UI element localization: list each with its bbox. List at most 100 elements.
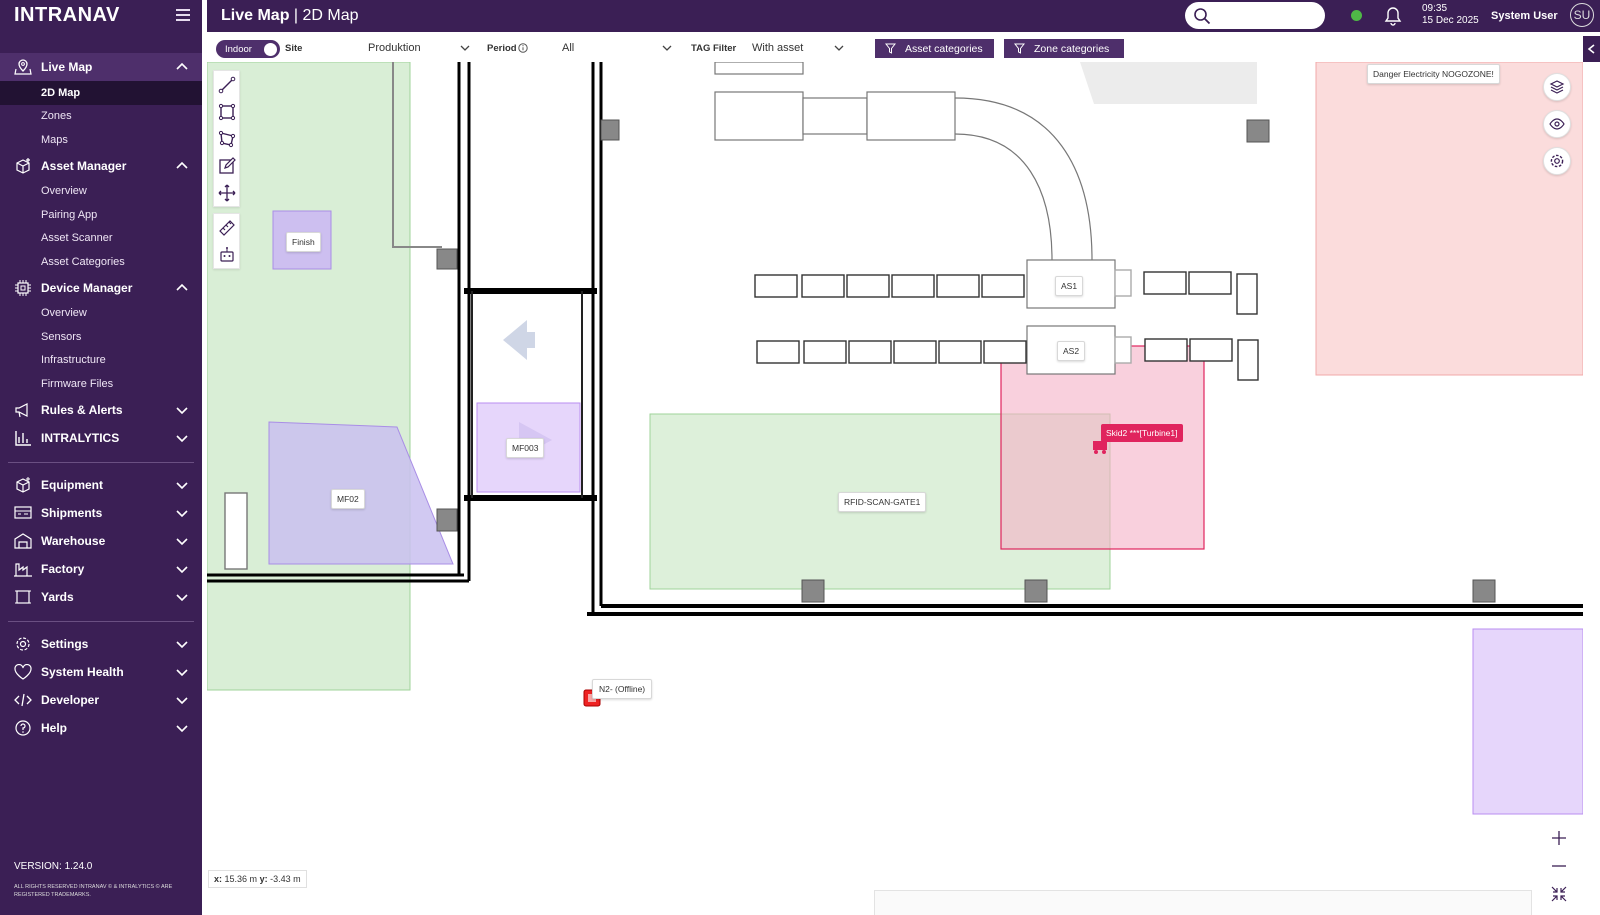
chevron-down-icon[interactable] <box>176 479 188 491</box>
walls <box>207 62 1583 616</box>
sidebar-section-asset-manager[interactable]: Asset Manager <box>0 152 202 180</box>
page-title-section: Live Map <box>221 7 290 24</box>
zoom-in-button[interactable] <box>1544 824 1574 852</box>
sidebar-section-system-health[interactable]: System Health <box>0 658 202 686</box>
top-bar: Live Map | 2D Map 09:35 15 Dec 2025 Syst… <box>207 0 1600 32</box>
asset-tag-skid2[interactable]: Skid2 ***[Turbine1] <box>1101 424 1183 442</box>
draw-line-tool[interactable] <box>214 71 239 98</box>
sidebar-section-intralytics[interactable]: INTRALYTICS <box>0 424 202 452</box>
floor-plan[interactable] <box>207 62 1583 915</box>
zone-label-danger[interactable]: Danger Electricity NOGOZONE! <box>1367 64 1500 84</box>
yard-icon <box>15 589 31 604</box>
grey-area <box>1080 62 1257 104</box>
chevron-down-icon[interactable] <box>176 535 188 547</box>
zoom-out-button[interactable] <box>1544 852 1574 880</box>
sidebar-item-asset-categories[interactable]: Asset Categories <box>41 255 125 268</box>
zone-green-left <box>207 62 411 691</box>
chevron-down-icon[interactable] <box>176 694 188 706</box>
version-label: VERSION: 1.24.0 <box>14 861 93 872</box>
edit-tool[interactable] <box>214 152 239 179</box>
zone-purple-bottom-right <box>1472 628 1583 815</box>
layers-button[interactable] <box>1543 73 1571 101</box>
sidebar-section-rules-alerts[interactable]: Rules & Alerts <box>0 396 202 424</box>
zone-label-mf02[interactable]: MF02 <box>331 489 365 509</box>
search-icon <box>1194 8 1211 25</box>
chevron-down-icon[interactable] <box>176 591 188 603</box>
move-tool[interactable] <box>214 179 239 206</box>
chevron-down-icon[interactable] <box>176 404 188 416</box>
sidebar-item-sensors[interactable]: Sensors <box>41 330 82 343</box>
zone-label-as2[interactable]: AS2 <box>1057 341 1086 361</box>
sidebar-section-shipments[interactable]: Shipments <box>0 499 202 527</box>
map-select[interactable]: Produktion <box>368 37 470 59</box>
help-icon <box>15 719 31 736</box>
search-input[interactable] <box>1185 2 1325 29</box>
sidebar-item-asset-overview[interactable]: Overview <box>41 185 87 198</box>
sidebar-section-device-manager[interactable]: Device Manager <box>0 274 202 302</box>
zone-categories-button[interactable]: Zone categories <box>1004 39 1124 58</box>
asset-tag-n2-offline[interactable]: N2- (Offline) <box>592 679 653 699</box>
asset-categories-button[interactable]: Asset categories <box>875 39 994 58</box>
sidebar-item-zones[interactable]: Zones <box>41 110 72 123</box>
sidebar-section-warehouse[interactable]: Warehouse <box>0 527 202 555</box>
tag-filter-select[interactable]: With asset <box>752 37 844 59</box>
user-name[interactable]: System User <box>1491 10 1558 22</box>
fit-view-button[interactable] <box>1544 880 1574 908</box>
sidebar-section-factory[interactable]: Factory <box>0 555 202 583</box>
sidebar-item-infrastructure[interactable]: Infrastructure <box>41 354 106 367</box>
chevron-up-icon[interactable] <box>176 61 188 73</box>
sidebar-item-firmware-files[interactable]: Firmware Files <box>41 377 114 390</box>
chevron-down-icon[interactable] <box>176 507 188 519</box>
skid-truck-icon <box>1093 441 1107 454</box>
sidebar-section-label: Help <box>41 720 68 735</box>
map-canvas[interactable]: Finish MF02 MF003 RFID-SCAN-GATE1 AS1 AS… <box>207 62 1583 915</box>
sidebar-item-2d-map[interactable]: 2D Map <box>0 81 202 105</box>
chevron-down-icon[interactable] <box>176 638 188 650</box>
info-icon[interactable] <box>518 43 528 53</box>
page-title-subpage: | 2D Map <box>289 7 359 24</box>
zone-label-as1[interactable]: AS1 <box>1055 276 1084 296</box>
avatar[interactable]: SU <box>1570 3 1594 27</box>
zone-label-mf003[interactable]: MF003 <box>506 438 545 458</box>
chevron-down-icon[interactable] <box>176 722 188 734</box>
intranav-logo[interactable]: INTRANAV <box>14 4 120 26</box>
period-select[interactable]: All <box>562 37 672 59</box>
code-icon <box>14 693 32 706</box>
eye-icon <box>1549 118 1565 130</box>
sidebar-section-yards[interactable]: Yards <box>0 583 202 611</box>
sidebar-item-pairing-app[interactable]: Pairing App <box>41 208 98 221</box>
chevron-down-icon[interactable] <box>176 666 188 678</box>
toggle-off-label[interactable]: Site <box>285 43 303 54</box>
sidebar-item-asset-scanner[interactable]: Asset Scanner <box>41 232 113 245</box>
sidebar-section-equipment[interactable]: Equipment <box>0 471 202 499</box>
robot-tool[interactable] <box>214 241 239 268</box>
chevron-left-icon <box>1587 44 1595 54</box>
zone-label-rfid-gate[interactable]: RFID-SCAN-GATE1 <box>838 492 927 512</box>
map-settings-button[interactable] <box>1543 147 1571 175</box>
truck-icon <box>14 505 32 519</box>
map-pin-icon <box>14 59 32 75</box>
indoor-site-toggle[interactable]: Indoor <box>216 40 280 58</box>
cursor-coordinates: x: 15.36 m y: -3.43 m <box>208 870 307 888</box>
sidebar-section-live-map[interactable]: Live Map <box>0 53 202 81</box>
ruler-tool[interactable] <box>214 214 239 241</box>
sidebar-item-device-overview[interactable]: Overview <box>41 307 87 320</box>
chevron-up-icon[interactable] <box>176 160 188 172</box>
connection-status-dot <box>1351 10 1362 21</box>
bell-icon[interactable] <box>1384 6 1402 26</box>
hamburger-menu-icon[interactable] <box>176 9 190 21</box>
draw-polygon-tool[interactable] <box>214 125 239 152</box>
sidebar-section-settings[interactable]: Settings <box>0 630 202 658</box>
draw-rectangle-tool[interactable] <box>214 98 239 125</box>
zone-label-finish[interactable]: Finish <box>286 232 321 252</box>
panel-collapse-tab[interactable] <box>1583 36 1600 62</box>
chevron-down-icon[interactable] <box>176 432 188 444</box>
sidebar-section-help[interactable]: Help <box>0 714 202 742</box>
sidebar-section-developer[interactable]: Developer <box>0 686 202 714</box>
sidebar-item-maps[interactable]: Maps <box>41 133 68 146</box>
chevron-down-icon[interactable] <box>176 563 188 575</box>
visibility-button[interactable] <box>1543 110 1571 138</box>
conveyor <box>714 62 1116 375</box>
chevron-up-icon[interactable] <box>176 282 188 294</box>
plus-icon <box>1552 831 1566 845</box>
